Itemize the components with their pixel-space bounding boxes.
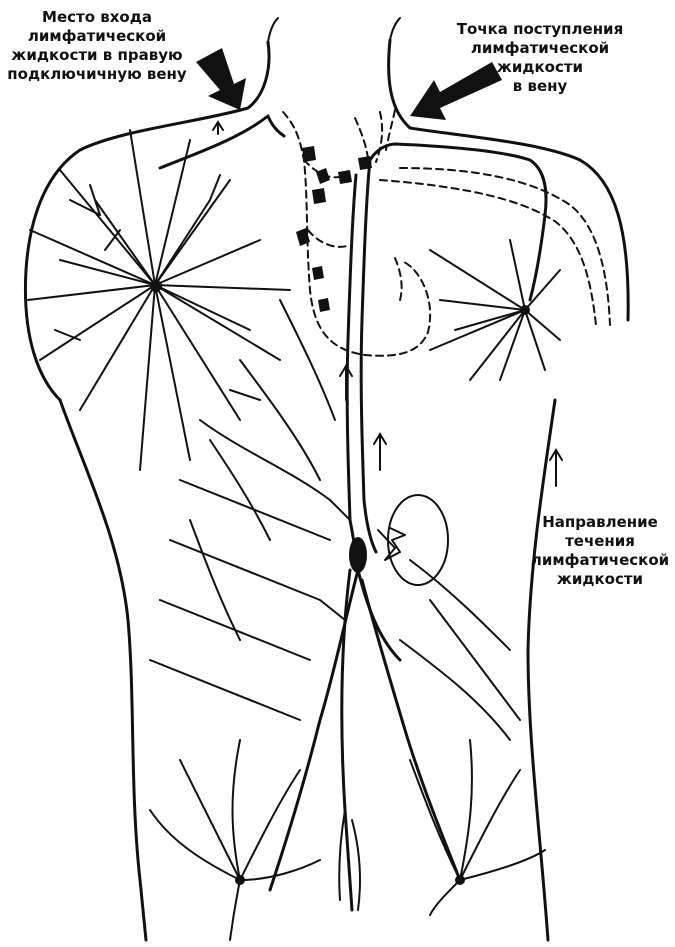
left-entry-label-line-2: лимфатической (445, 39, 635, 58)
flow-direction-label: Направление течения лимфатической жидкос… (530, 513, 670, 589)
body-outline (25, 18, 628, 940)
flow-arrows (213, 122, 562, 486)
right-entry-label-line-2: лимфатической (2, 27, 192, 46)
right-entry-label: Место входа лимфатической жидкости в пра… (2, 8, 192, 84)
flow-direction-label-line-2: течения (530, 532, 670, 551)
right-entry-label-line-4: подключичную вену (2, 65, 192, 84)
right-entry-label-line-1: Место входа (2, 8, 192, 27)
left-entry-label-line-4: в вену (445, 77, 635, 96)
left-entry-label-line-3: жидкости (445, 58, 635, 77)
thoracic-duct (347, 160, 376, 570)
right-entry-arrow-icon (196, 48, 246, 110)
right-entry-label-line-3: жидкости в правую (2, 46, 192, 65)
cisterna-chyli (349, 537, 367, 573)
left-entry-label-line-1: Точка поступления (445, 20, 635, 39)
flow-direction-label-line-3: лимфатической (530, 551, 670, 570)
flow-direction-label-line-1: Направление (530, 513, 670, 532)
lymph-node-markers (150, 146, 530, 885)
left-entry-label: Точка поступления лимфатической жидкости… (445, 20, 635, 96)
abdominal-vessels (270, 570, 460, 910)
left-axillary-vessels (430, 240, 560, 380)
kidney-node-cluster (378, 528, 405, 560)
kidney-outline (388, 495, 448, 585)
flow-direction-label-line-4: жидкости (530, 570, 670, 589)
